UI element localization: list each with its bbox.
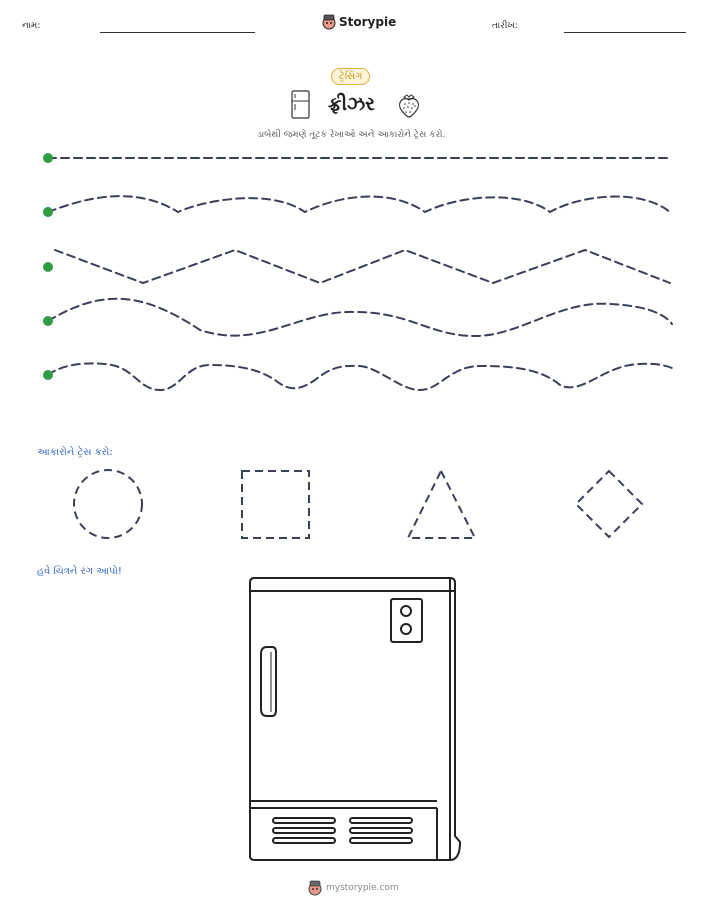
trace-line-zigzag bbox=[54, 248, 671, 285]
fridge-knob bbox=[400, 623, 412, 635]
fridge-drawing bbox=[249, 577, 462, 861]
shapes-row bbox=[73, 468, 644, 539]
fridge-control-panel bbox=[390, 598, 423, 643]
instruction-text: ડાબેથી જમણે તૂટક રેખાઓ અને આકારોને ટ્રેસ… bbox=[257, 130, 446, 140]
strawberry-icon bbox=[399, 94, 419, 118]
start-dot bbox=[43, 262, 53, 272]
footer-site[interactable]: mystorypie.com bbox=[326, 883, 399, 893]
trace-circle bbox=[73, 469, 143, 539]
fridge-knob bbox=[400, 605, 412, 617]
tracing-lines bbox=[43, 153, 673, 392]
brand-logo: Storypie bbox=[322, 14, 396, 30]
trace-line-bumps bbox=[47, 362, 673, 392]
name-field-line[interactable] bbox=[100, 32, 255, 33]
trace-square bbox=[241, 470, 310, 539]
trace-line-curve bbox=[47, 195, 671, 214]
name-label: નામ: bbox=[22, 21, 41, 31]
start-dot bbox=[43, 316, 53, 326]
start-dot bbox=[43, 370, 53, 380]
trace-diamond bbox=[574, 469, 644, 539]
fridge-icon bbox=[291, 90, 310, 119]
trace-line-wave bbox=[47, 297, 673, 338]
shapes-section-label: આકારોને ટ્રેસ કરો: bbox=[37, 447, 113, 458]
fridge-vents bbox=[272, 817, 413, 844]
start-dot bbox=[43, 153, 53, 163]
fridge-handle bbox=[260, 646, 277, 717]
coloring-section-label: હવે ચિત્રને રંગ આપો! bbox=[37, 566, 122, 577]
mascot-icon bbox=[322, 14, 336, 30]
start-dot bbox=[43, 207, 53, 217]
date-label: તારીખ: bbox=[492, 21, 518, 31]
page-title: ફ્રીઝર bbox=[328, 93, 375, 115]
trace-triangle bbox=[406, 468, 477, 539]
brand-name: Storypie bbox=[339, 15, 397, 29]
tracing-badge: ટ્રેસિંગ bbox=[331, 68, 371, 85]
mascot-icon bbox=[308, 880, 322, 896]
footer: mystorypie.com bbox=[308, 880, 399, 896]
date-field-line[interactable] bbox=[564, 32, 686, 33]
